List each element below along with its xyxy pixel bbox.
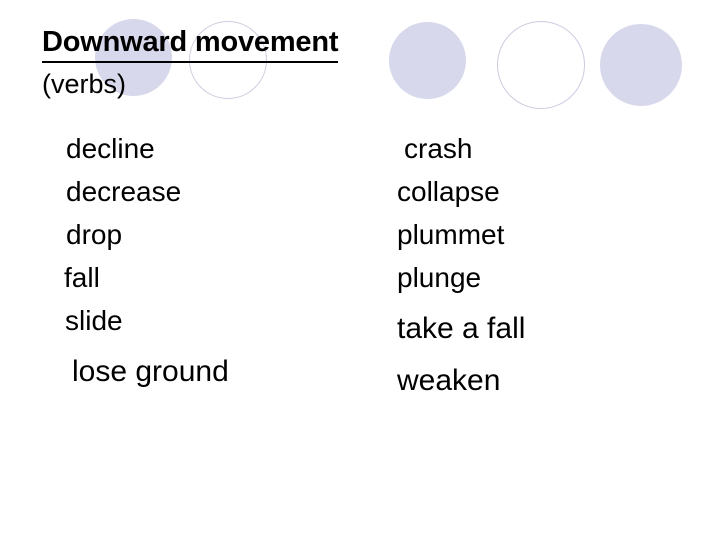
- decorative-filled-circle-3: [389, 22, 466, 99]
- verb-item-weaken: weaken: [397, 364, 501, 397]
- verb-item-plunge: plunge: [397, 262, 482, 293]
- verb-item-take-a-fall: take a fall: [397, 312, 526, 345]
- verb-item-plummet: plummet: [397, 219, 505, 250]
- decorative-filled-circle-5: [600, 24, 682, 106]
- decorative-outlined-circle-4: [497, 21, 585, 109]
- page-subtitle: (verbs): [42, 68, 127, 99]
- verb-item-crash: crash: [404, 133, 473, 164]
- verb-item-drop: drop: [66, 219, 123, 250]
- verb-item-decrease: decrease: [66, 176, 182, 207]
- verb-item-collapse: collapse: [397, 176, 500, 207]
- verb-item-decline: decline: [66, 133, 155, 164]
- heading-block: Downward movement (verbs): [42, 26, 339, 100]
- verb-item-lose-ground: lose ground: [72, 355, 229, 388]
- verb-item-fall: fall: [64, 262, 100, 293]
- page-title: Downward movement: [42, 26, 339, 63]
- verb-item-slide: slide: [65, 305, 123, 336]
